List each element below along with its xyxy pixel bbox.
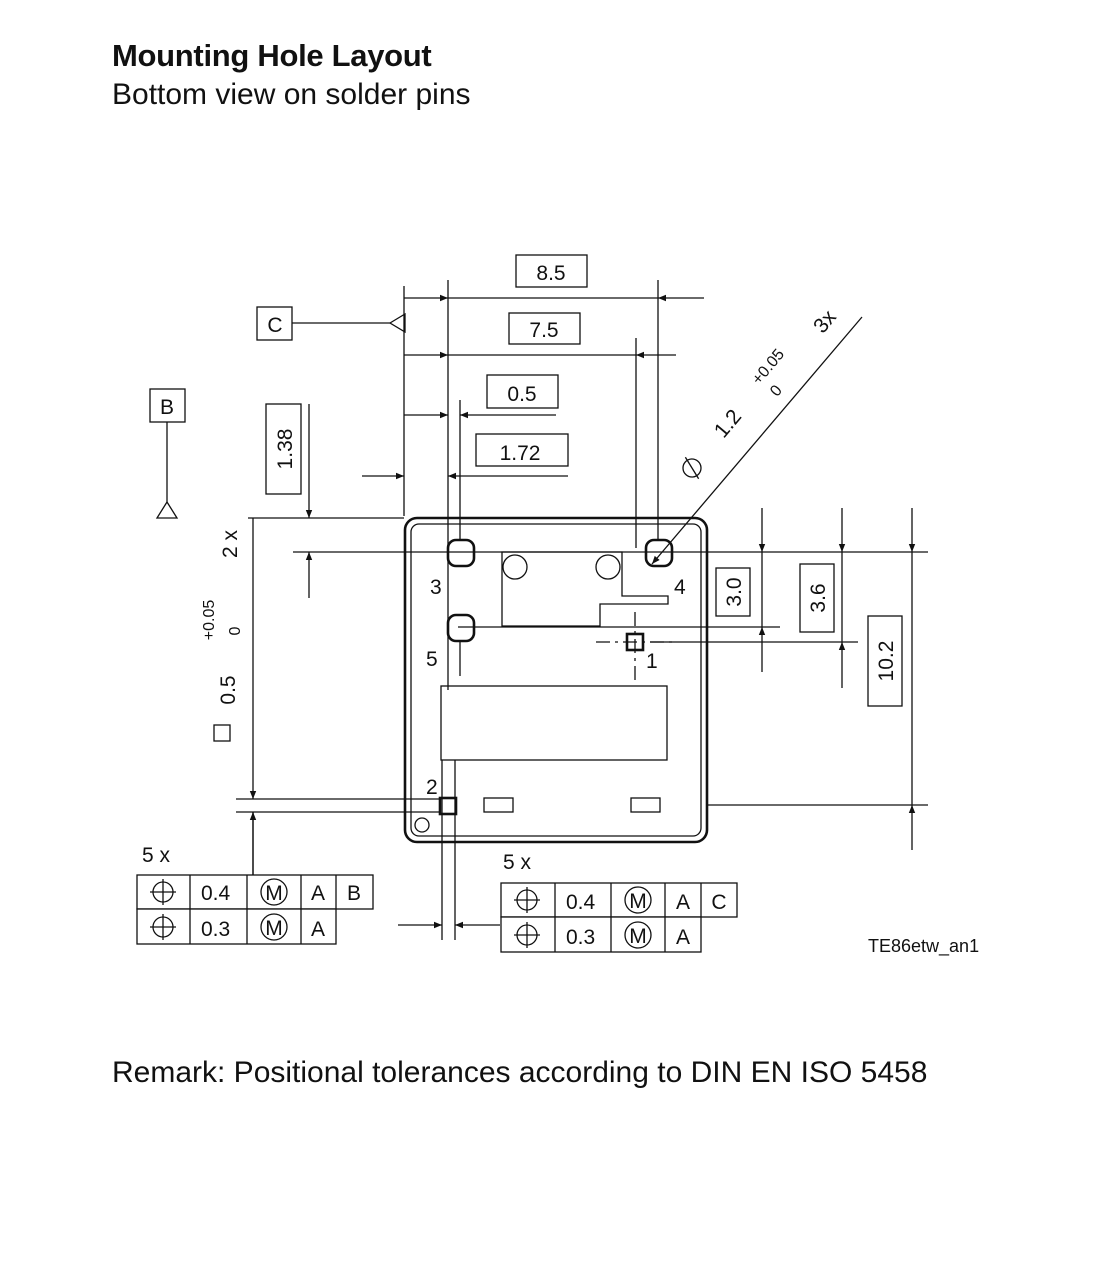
fcf-right-count: 5 x [503, 851, 532, 874]
inner-features [440, 551, 669, 813]
mmc-modifier-icon [260, 878, 288, 906]
dim-3-0: 3.0 [723, 577, 746, 606]
pin-label-2: 2 [426, 776, 438, 799]
top-cutout [501, 551, 669, 627]
square-count: 2 x [219, 529, 242, 558]
page-subtitle: Bottom view on solder pins [112, 78, 471, 111]
dim-1-38: 1.38 [274, 429, 297, 470]
remark-note: Remark: Positional tolerances according … [112, 1056, 928, 1089]
fcf-right-row1-value: 0.4 [566, 891, 596, 914]
fcf-left-row2-modifier: M [265, 917, 283, 940]
position-icon [514, 922, 540, 948]
dim-1-72: 1.72 [500, 442, 541, 465]
fcf-left-row2-datum-1: A [311, 918, 325, 941]
page-title: Mounting Hole Layout [112, 38, 432, 73]
pin-label-4: 4 [674, 576, 686, 599]
square-tol-plus: +0.05 [201, 600, 218, 641]
pins: 3 5 4 1 2 [426, 538, 686, 816]
fcf-right-row2-datum-1: A [676, 926, 690, 949]
fcf-left-row1-value: 0.4 [201, 882, 231, 905]
extension-lines [236, 280, 928, 940]
dim-0-5: 0.5 [507, 383, 536, 406]
fcf-left-row2-value: 0.3 [201, 918, 230, 941]
center-lines [596, 612, 676, 680]
fcf-right-row2-value: 0.3 [566, 926, 595, 949]
mmc-modifier-icon [624, 886, 652, 914]
dim-10-2: 10.2 [875, 641, 898, 682]
square-symbol-icon [213, 724, 231, 742]
pin-label-1: 1 [646, 650, 658, 673]
pin-label-3: 3 [430, 576, 442, 599]
hole-tol-plus: +0.05 [749, 346, 788, 388]
datum-b-label: B [160, 396, 174, 419]
datum-b: B [149, 388, 186, 519]
fcf-left-count: 5 x [142, 844, 171, 867]
slot-feature-2 [630, 797, 661, 813]
datum-c-label: C [267, 314, 282, 337]
circle-feature-left [502, 554, 528, 580]
datum-c: C [256, 306, 406, 341]
position-icon [150, 879, 176, 905]
position-icon [150, 914, 176, 940]
mmc-modifier-icon [260, 913, 288, 941]
fcf-right-row1-datum-2: C [711, 891, 726, 914]
hole-tol-zero: 0 [767, 382, 786, 400]
pin-5-hole [446, 613, 476, 643]
fcf-left-row1-datum-1: A [311, 882, 325, 905]
dim-3-6: 3.6 [807, 583, 830, 612]
fcf-right: 5 x 0.4 0.3 M M A C A [500, 851, 738, 953]
dimension-lines [249, 294, 916, 929]
pin-label-5: 5 [426, 648, 438, 671]
center-rectangle [440, 685, 668, 761]
pin-4-hole [644, 538, 674, 568]
drawing-id: TE86etw_an1 [868, 936, 979, 957]
hole-callout: 3x +0.05 0 1.2 [682, 306, 841, 480]
dim-8-5: 8.5 [536, 262, 565, 285]
mmc-modifier-icon [624, 921, 652, 949]
hole-count: 3x [809, 306, 841, 338]
fcf-left: 5 x 0.4 0.3 M M A B [136, 812, 374, 945]
dimension-values: 8.5 7.5 0.5 1.72 1.38 3.0 3.6 10.2 [265, 254, 903, 707]
square-tol-zero: 0 [227, 626, 244, 635]
slot-feature-1 [483, 797, 514, 813]
fcf-right-row1-datum-1: A [676, 891, 690, 914]
circle-feature-right [595, 554, 621, 580]
square-callout: 2 x +0.05 0 0.5 [201, 529, 244, 742]
fcf-left-row1-datum-2: B [347, 882, 361, 905]
dim-7-5: 7.5 [529, 319, 558, 342]
diameter-icon [682, 456, 702, 480]
fcf-right-row1-modifier: M [629, 890, 647, 913]
hole-diameter: 1.2 [710, 405, 746, 442]
fcf-right-row2-modifier: M [629, 925, 647, 948]
square-size: 0.5 [217, 675, 240, 704]
component-outline [403, 516, 709, 844]
fcf-left-row1-modifier: M [265, 882, 283, 905]
pin-3-hole [446, 538, 476, 568]
pin-2-square [438, 796, 458, 816]
position-icon [514, 887, 540, 913]
